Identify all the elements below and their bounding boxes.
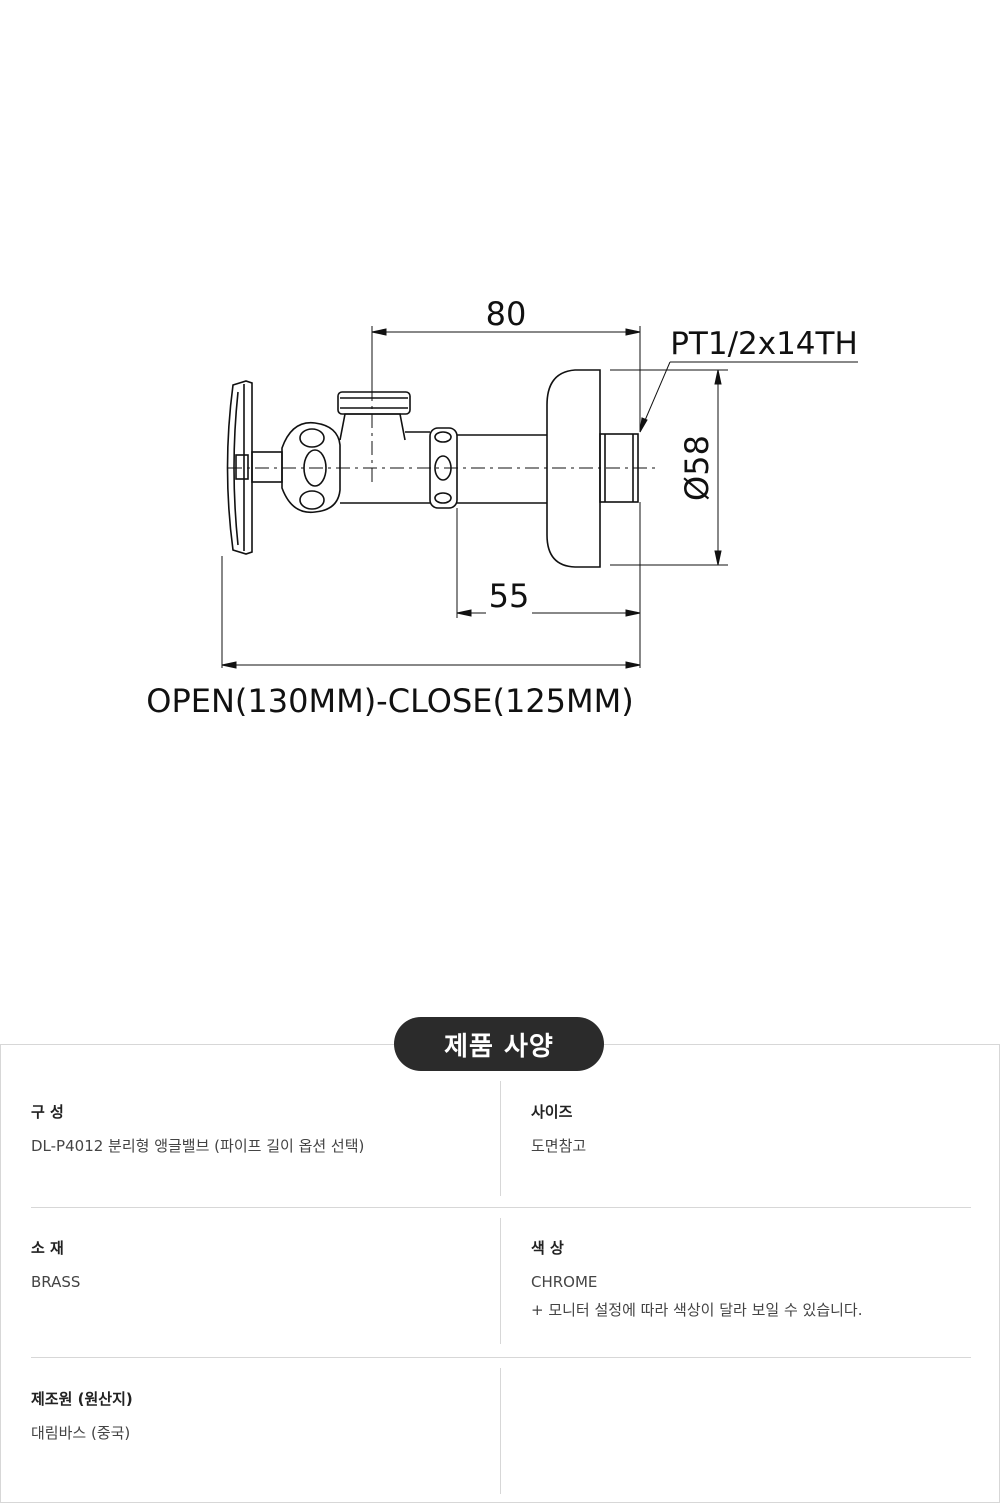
dim-thread-label: PT1/2x14TH [670, 326, 858, 362]
spec-note: + 모니터 설정에 따라 색상이 달라 보일 수 있습니다. [531, 1301, 863, 1319]
spec-value: CHROME [531, 1273, 598, 1291]
dim-top-label: 80 [486, 295, 527, 333]
spec-composition: 구 성 DL-P4012 분리형 앵글밸브 (파이프 길이 옵션 선택) [31, 1101, 364, 1160]
dim-diameter-label: Ø58 [678, 435, 716, 501]
spec-label: 소 재 [31, 1239, 64, 1257]
dimension-labels: 80 PT1/2x14TH Ø58 55 OPEN(130MM)-CLOSE(1… [146, 295, 858, 720]
spec-label: 사이즈 [531, 1103, 573, 1121]
dim-mid-label: 55 [489, 577, 530, 615]
spec-color: 색 상 CHROME + 모니터 설정에 따라 색상이 달라 보일 수 있습니다… [531, 1237, 862, 1324]
spec-value: DL-P4012 분리형 앵글밸브 (파이프 길이 옵션 선택) [31, 1137, 365, 1155]
spec-manufacturer: 제조원 (원산지) 대림바스 (중국) [31, 1388, 133, 1447]
center-lines [228, 360, 655, 482]
spec-value: BRASS [31, 1273, 81, 1291]
dim-overall-label: OPEN(130MM)-CLOSE(125MM) [146, 682, 633, 720]
spec-table: 구 성 DL-P4012 분리형 앵글밸브 (파이프 길이 옵션 선택) 사이즈… [0, 1044, 1000, 1503]
spec-material: 소 재 BRASS [31, 1237, 80, 1296]
divider [31, 1357, 971, 1358]
spec-value: 도면참고 [531, 1137, 587, 1155]
divider [31, 1207, 971, 1208]
spec-size: 사이즈 도면참고 [531, 1101, 586, 1160]
dimension-lines [221, 326, 858, 669]
spec-label: 제조원 (원산지) [31, 1390, 133, 1408]
divider [500, 1218, 501, 1344]
divider [500, 1081, 501, 1196]
valve-technical-drawing: 80 PT1/2x14TH Ø58 55 OPEN(130MM)-CLOSE(1… [146, 295, 858, 720]
spec-label: 구 성 [31, 1103, 64, 1121]
spec-value: 대림바스 (중국) [31, 1424, 131, 1442]
spec-heading: 제품 사양 [394, 1017, 604, 1071]
divider [500, 1368, 501, 1494]
spec-label: 색 상 [531, 1239, 564, 1257]
